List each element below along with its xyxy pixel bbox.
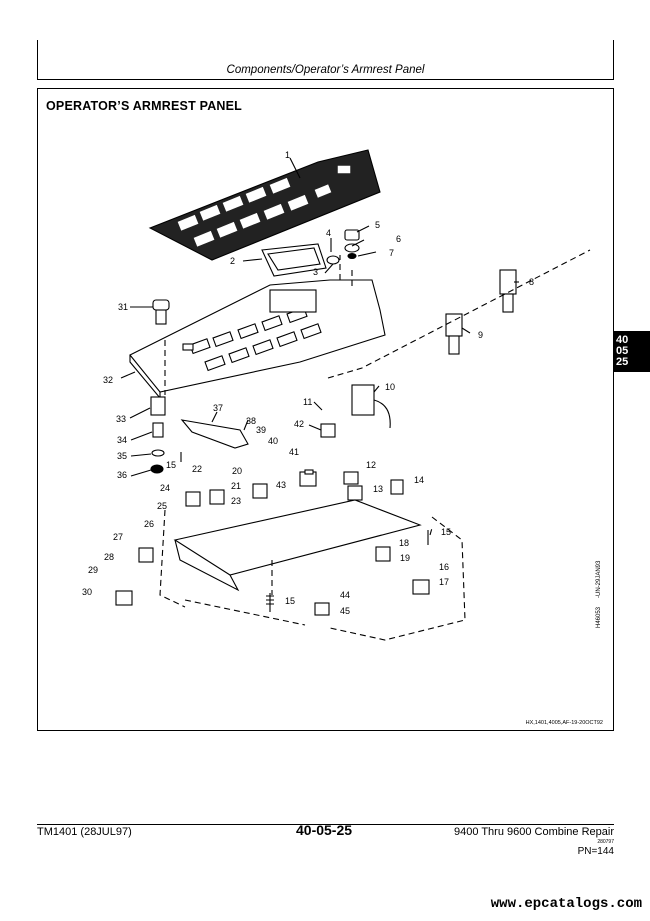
callout-7: 7 — [389, 248, 394, 258]
callout-30: 30 — [82, 587, 92, 597]
footer-pn: PN=144 — [577, 846, 614, 857]
callout-25: 25 — [157, 501, 167, 511]
footer-manual-title: 9400 Thru 9600 Combine Repair — [453, 826, 614, 838]
callout-35: 35 — [117, 451, 127, 461]
callout-32: 32 — [103, 375, 113, 385]
callout-22: 22 — [192, 464, 202, 474]
callout-12: 12 — [366, 460, 376, 470]
section-tab-line1: 40 — [616, 334, 629, 346]
footer-rule — [37, 824, 614, 825]
header-title: Components/Operator’s Armrest Panel — [226, 64, 425, 76]
callout-29: 29 — [88, 565, 98, 575]
callout-42: 42 — [294, 419, 304, 429]
callout-21: 21 — [231, 481, 241, 491]
callout-33: 33 — [116, 414, 126, 424]
callout-41: 41 — [289, 447, 299, 457]
callout-13: 13 — [373, 484, 383, 494]
footer-manual-id: TM1401 (28JUL97) — [37, 826, 132, 838]
callout-17: 17 — [439, 577, 449, 587]
callout-16: 16 — [439, 562, 449, 572]
callout-24: 24 — [160, 483, 170, 493]
callout-36: 36 — [117, 470, 127, 480]
callout-10: 10 — [385, 382, 395, 392]
callout-31: 31 — [118, 302, 128, 312]
callout-15a: 15 — [166, 460, 176, 470]
callout-19: 19 — [400, 553, 410, 563]
callout-40: 40 — [268, 436, 278, 446]
callout-18: 18 — [399, 538, 409, 548]
callout-43: 43 — [276, 480, 286, 490]
callout-37: 37 — [213, 403, 223, 413]
callout-4: 4 — [326, 228, 331, 238]
callout-15b: 15 — [441, 527, 451, 537]
footer-page-number: 40-05-25 — [296, 822, 353, 838]
callout-9: 9 — [478, 330, 483, 340]
callout-23: 23 — [231, 496, 241, 506]
callout-6: 6 — [396, 234, 401, 244]
section-tab-line2: 05 — [616, 345, 629, 357]
callout-39: 39 — [256, 425, 266, 435]
callout-28: 28 — [104, 552, 114, 562]
callout-27: 27 — [113, 532, 123, 542]
callout-8: 8 — [529, 277, 534, 287]
callout-1: 1 — [285, 150, 290, 160]
callout-34: 34 — [117, 435, 127, 445]
callout-26: 26 — [144, 519, 154, 529]
callout-38: 38 — [246, 416, 256, 426]
header-box: Components/Operator’s Armrest Panel — [37, 40, 614, 80]
callout-15c: 15 — [285, 596, 295, 606]
callout-44: 44 — [340, 590, 350, 600]
section-title: OPERATOR’S ARMREST PANEL — [46, 99, 243, 113]
figure-reference: HX,1401,4005,AF-19-20OCT92 — [525, 720, 603, 726]
callout-5: 5 — [375, 220, 380, 230]
watermark: www.epcatalogs.com — [490, 896, 642, 912]
footer-date: 280797 — [597, 839, 614, 845]
section-tab: 40 05 25 — [614, 331, 650, 372]
callout-3: 3 — [313, 267, 318, 277]
callout-20: 20 — [232, 466, 242, 476]
callout-45: 45 — [340, 606, 350, 616]
callout-11: 11 — [303, 397, 312, 407]
callout-14: 14 — [414, 475, 424, 485]
callout-2: 2 — [230, 256, 235, 266]
section-tab-line3: 25 — [616, 356, 629, 368]
figure-frame: OPERATOR’S ARMREST PANEL HX,1401,4005,AF… — [37, 88, 614, 731]
